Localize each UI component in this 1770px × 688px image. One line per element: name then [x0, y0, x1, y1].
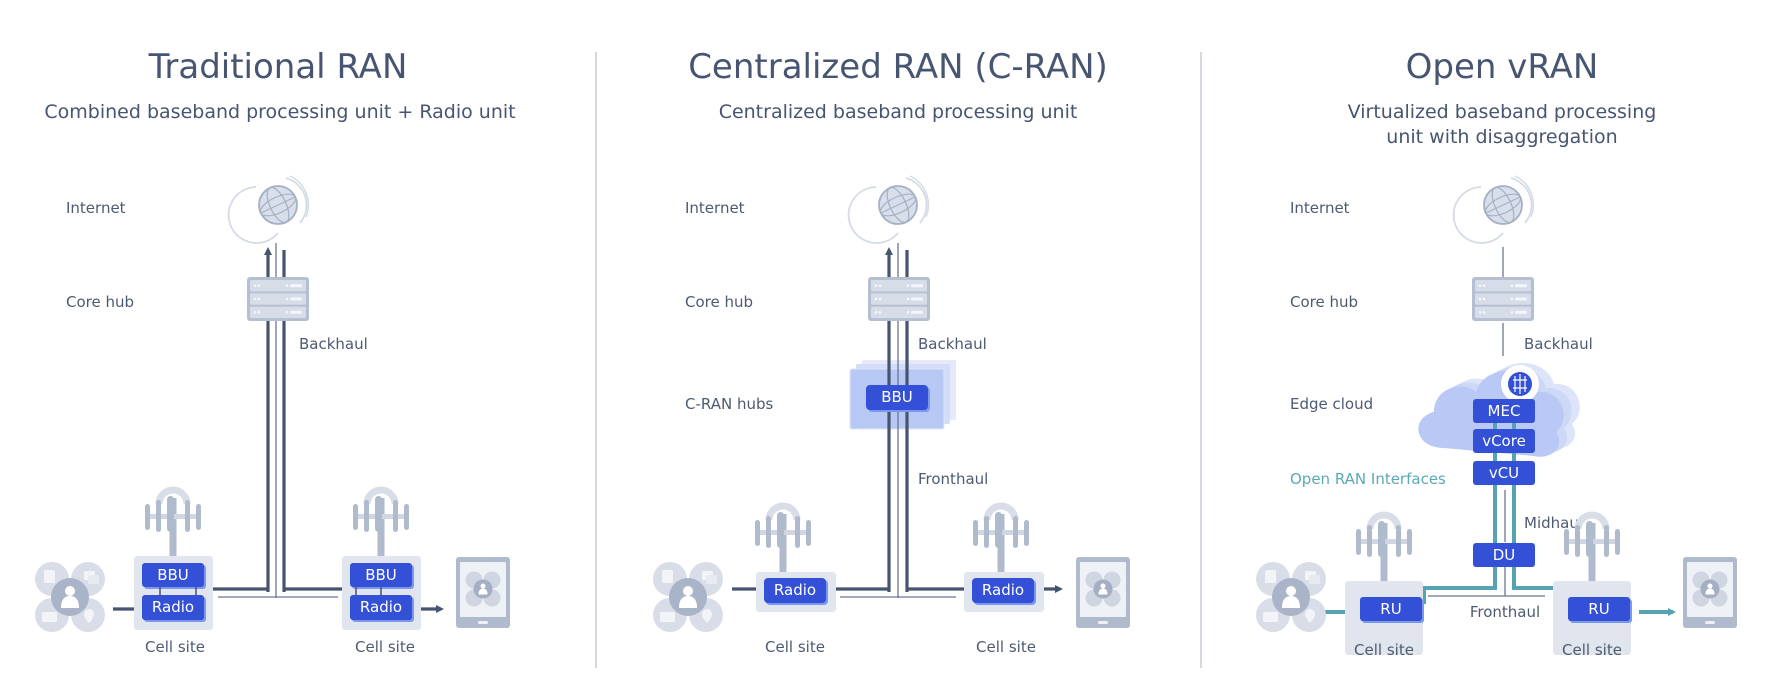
svg-text:BBU: BBU [881, 388, 913, 406]
svg-text:MEC: MEC [1488, 402, 1521, 420]
label-core-hub: Core hub [1290, 293, 1358, 311]
cell-site-label: Cell site [976, 638, 1036, 656]
panel-traditional-ran: Traditional RAN Combined baseband proces… [35, 47, 516, 656]
svg-text:BBU: BBU [365, 566, 397, 584]
user-services-cluster-icon [1256, 562, 1326, 632]
ru-unit [1568, 597, 1630, 621]
label-midhaul: Midhaul [1524, 514, 1583, 532]
cell-site-label: Cell site [765, 638, 825, 656]
panel-subtitle: unit with disaggregation [1386, 126, 1617, 148]
du-unit [1473, 543, 1535, 567]
globe-icon [847, 175, 930, 244]
svg-text:DU: DU [1493, 546, 1516, 564]
cell-site-label: Cell site [1354, 641, 1414, 659]
cell-site: Radio Cell site [755, 506, 836, 656]
bbu-unit [866, 385, 928, 410]
vcu-unit [1473, 461, 1535, 485]
svg-text:Radio: Radio [982, 581, 1024, 599]
label-edge-cloud: Edge cloud [1290, 395, 1373, 413]
cell-site: RU Cell site [1345, 515, 1424, 659]
label-backhaul: Backhaul [299, 335, 368, 353]
cell-tower-icon [353, 490, 409, 556]
cell-site-label: Cell site [145, 638, 205, 656]
cell-tower-icon [973, 506, 1029, 572]
radio-unit [972, 578, 1034, 603]
cell-tower-icon [1356, 515, 1412, 581]
svg-text:vCU: vCU [1489, 464, 1519, 482]
globe-icon [1452, 175, 1535, 244]
svg-text:BBU: BBU [157, 566, 189, 584]
svg-text:RU: RU [1380, 600, 1401, 618]
label-core-hub: Core hub [685, 293, 753, 311]
vcore-unit [1473, 429, 1535, 453]
bbu-unit [350, 563, 412, 587]
label-backhaul: Backhaul [1524, 335, 1593, 353]
label-fronthaul: Fronthaul [918, 470, 988, 488]
mec-unit [1473, 399, 1535, 423]
cell-site: BBU Radio Cell site [342, 490, 421, 656]
tablet-device-icon [1683, 557, 1737, 628]
label-internet: Internet [685, 199, 745, 217]
label-cran-hubs: C-RAN hubs [685, 395, 773, 413]
panel-title: Centralized RAN (C-RAN) [688, 47, 1108, 87]
server-rack-icon [247, 277, 309, 321]
globe-icon [227, 175, 310, 244]
cell-site-label: Cell site [355, 638, 415, 656]
cell-site: BBU Radio Cell site [134, 490, 213, 656]
server-rack-icon [868, 277, 930, 321]
svg-text:Radio: Radio [360, 598, 402, 616]
panel-centralized-ran: Centralized RAN (C-RAN) Centralized base… [653, 47, 1130, 656]
panel-subtitle: Combined baseband processing unit + Radi… [44, 101, 515, 123]
label-open-ran-interfaces: Open RAN Interfaces [1290, 470, 1446, 488]
cell-site: RU Cell site [1553, 515, 1632, 659]
cell-site: Radio Cell site [964, 506, 1044, 656]
user-services-cluster-icon [35, 562, 105, 632]
radio-unit [350, 595, 412, 620]
bbu-unit [142, 563, 204, 587]
label-fronthaul: Fronthaul [1470, 603, 1540, 621]
label-core-hub: Core hub [66, 293, 134, 311]
ai-brain-icon [1501, 365, 1539, 403]
radio-unit [764, 578, 826, 603]
svg-text:Radio: Radio [774, 581, 816, 599]
panel-title: Open vRAN [1406, 47, 1599, 87]
panel-subtitle: Centralized baseband processing unit [719, 101, 1078, 123]
svg-text:RU: RU [1588, 600, 1609, 618]
cell-tower-icon [755, 506, 811, 572]
tablet-device-icon [1076, 557, 1130, 628]
label-internet: Internet [66, 199, 126, 217]
server-rack-icon [1472, 277, 1534, 321]
svg-text:vCore: vCore [1482, 432, 1526, 450]
cell-site-label: Cell site [1562, 641, 1622, 659]
user-services-cluster-icon [653, 562, 723, 632]
panel-open-vran: Open vRAN Virtualized baseband processin… [1256, 47, 1737, 659]
cell-tower-icon [145, 490, 201, 556]
label-internet: Internet [1290, 199, 1350, 217]
panel-title: Traditional RAN [148, 47, 408, 87]
ru-unit [1360, 597, 1422, 621]
label-backhaul: Backhaul [918, 335, 987, 353]
panel-subtitle: Virtualized baseband processing [1348, 101, 1657, 123]
svg-text:Radio: Radio [152, 598, 194, 616]
radio-unit [142, 595, 204, 620]
tablet-device-icon [456, 557, 510, 628]
